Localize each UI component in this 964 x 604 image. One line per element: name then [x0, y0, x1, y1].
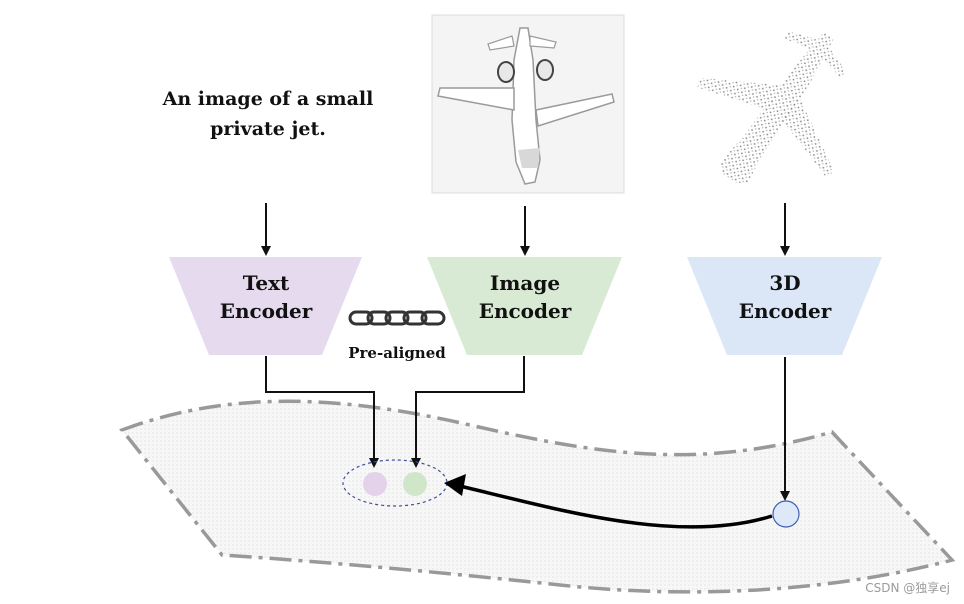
text-embedding-point — [363, 472, 387, 496]
image-encoder-block — [427, 257, 622, 355]
image-encoder-label-line2: Encoder — [479, 299, 572, 323]
embedding-space-sheet — [119, 399, 956, 594]
pre-aligned-label: Pre-aligned — [348, 344, 446, 362]
image-embedding-connector — [411, 356, 525, 468]
shape-embedding-point — [772, 500, 800, 528]
watermark: CSDN @独享ej — [865, 581, 950, 595]
jet-point-cloud-icon — [697, 31, 847, 184]
alignment-arrowhead — [444, 474, 466, 496]
image-embedding-point — [403, 472, 427, 496]
chain-link-icon — [348, 310, 446, 326]
text-encoder-block — [169, 257, 362, 355]
text-encoder-label-line2: Encoder — [220, 299, 313, 323]
text-prompt-caption: An image of a small private jet. — [150, 84, 386, 144]
image-encoder-label-line1: Image — [490, 271, 560, 295]
shape-encoder-label-line2: Encoder — [739, 299, 832, 323]
alignment-arrow — [459, 484, 773, 529]
text-encoder-label-line1: Text — [243, 271, 290, 295]
jet-render-icon — [431, 14, 625, 194]
text-embedding-connector — [265, 356, 379, 468]
caption-line-1: An image of a small — [162, 88, 374, 110]
shape-encoder-block — [687, 257, 882, 355]
shape-encoder-label-line1: 3D — [769, 271, 800, 295]
caption-line-2: private jet. — [210, 118, 326, 140]
